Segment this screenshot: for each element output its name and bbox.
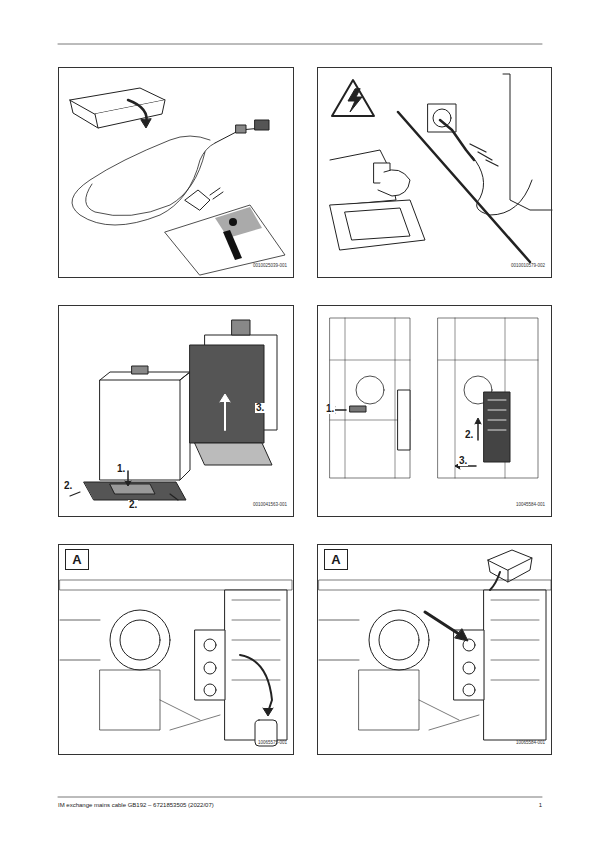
- illustration-panel: 0010010579-002: [317, 67, 552, 278]
- figure-code: 10065584-001: [516, 740, 545, 745]
- figure-code: 10045584-001: [516, 502, 545, 507]
- figure-code: 10065575-001: [258, 740, 287, 745]
- callout-number: 2.: [464, 430, 474, 440]
- illustration-panel: 0010025039-001: [58, 67, 294, 278]
- figure-code: 0010041563-001: [253, 502, 287, 507]
- callout-number: 1.: [325, 404, 335, 414]
- view-letter: A: [72, 552, 81, 567]
- figure-code: 0010025039-001: [253, 263, 287, 268]
- view-letter: A: [331, 552, 340, 567]
- callout-number: 2.: [63, 481, 73, 491]
- figure-code: 0010010579-002: [511, 263, 545, 268]
- view-letter-box: A: [65, 549, 89, 570]
- footer-text: IM exchange mains cable GB192 – 67218535…: [58, 802, 214, 808]
- illustration-panel: 10045584-001: [317, 305, 552, 517]
- illustration-panel: 10065584-001 A: [317, 544, 552, 755]
- callout-number: 1.: [116, 464, 126, 474]
- callout-number: 3.: [458, 456, 468, 466]
- callout-number: 3.: [255, 403, 265, 413]
- view-letter-box: A: [324, 549, 348, 570]
- illustration-panel: 10065575-001 A: [58, 544, 294, 755]
- footer-text: 1: [539, 802, 542, 808]
- callout-number: 2.: [128, 500, 138, 510]
